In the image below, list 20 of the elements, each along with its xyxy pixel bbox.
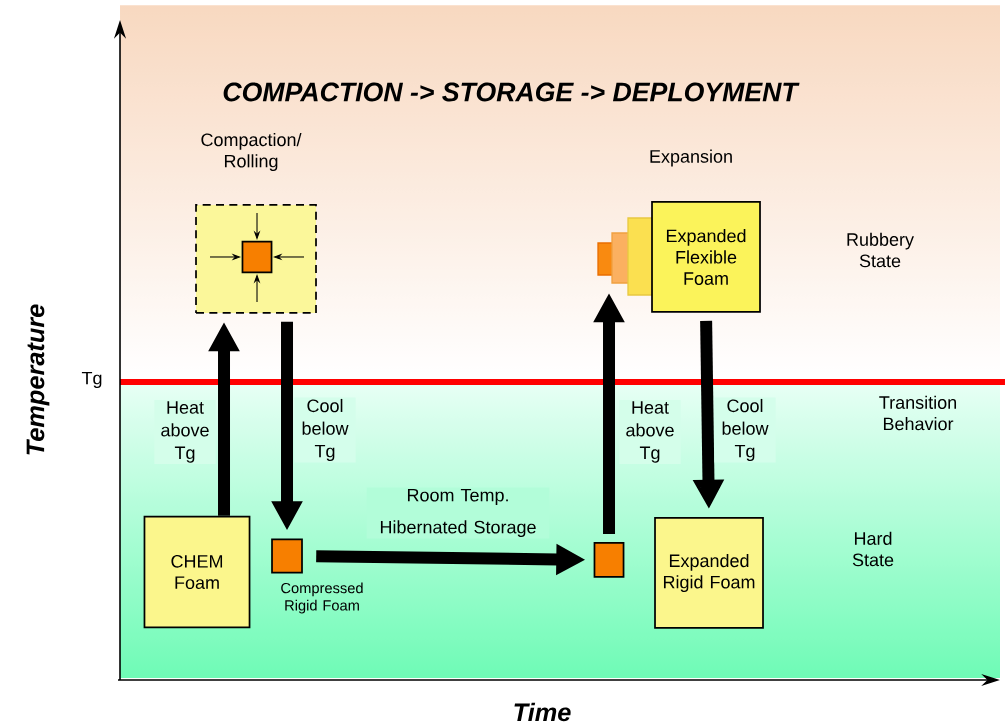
axis-title: Time [514,702,571,722]
edge-label: Room Temp. Hibernated Storage [366,487,550,539]
foam-box: Expanded Flexible Foam [651,201,761,313]
edge-label: Heat above Tg [619,399,681,465]
edge-label: Cool below Tg [294,397,356,463]
foam-block [241,240,273,274]
title: COMPACTION -> STORAGE -> DEPLOYMENT [223,82,800,102]
edge-label: Cool below Tg [714,397,776,463]
node-caption: Compressed Rigid Foam [281,582,363,614]
node-heading: Expansion [650,149,732,167]
state-label: Tg [81,371,102,389]
state-label: Transition Behavior [879,395,956,431]
edge-label: Heat above Tg [154,399,216,465]
foam-block [593,542,625,578]
foam-box: Expanded Rigid Foam [654,517,764,629]
node-heading: Compaction/ Rolling [201,132,302,172]
axis-title: Temperature [26,304,50,455]
state-label: Hard State [852,531,894,567]
foam-box: CHEM Foam [143,515,251,629]
state-label: Rubbery State [847,232,914,268]
